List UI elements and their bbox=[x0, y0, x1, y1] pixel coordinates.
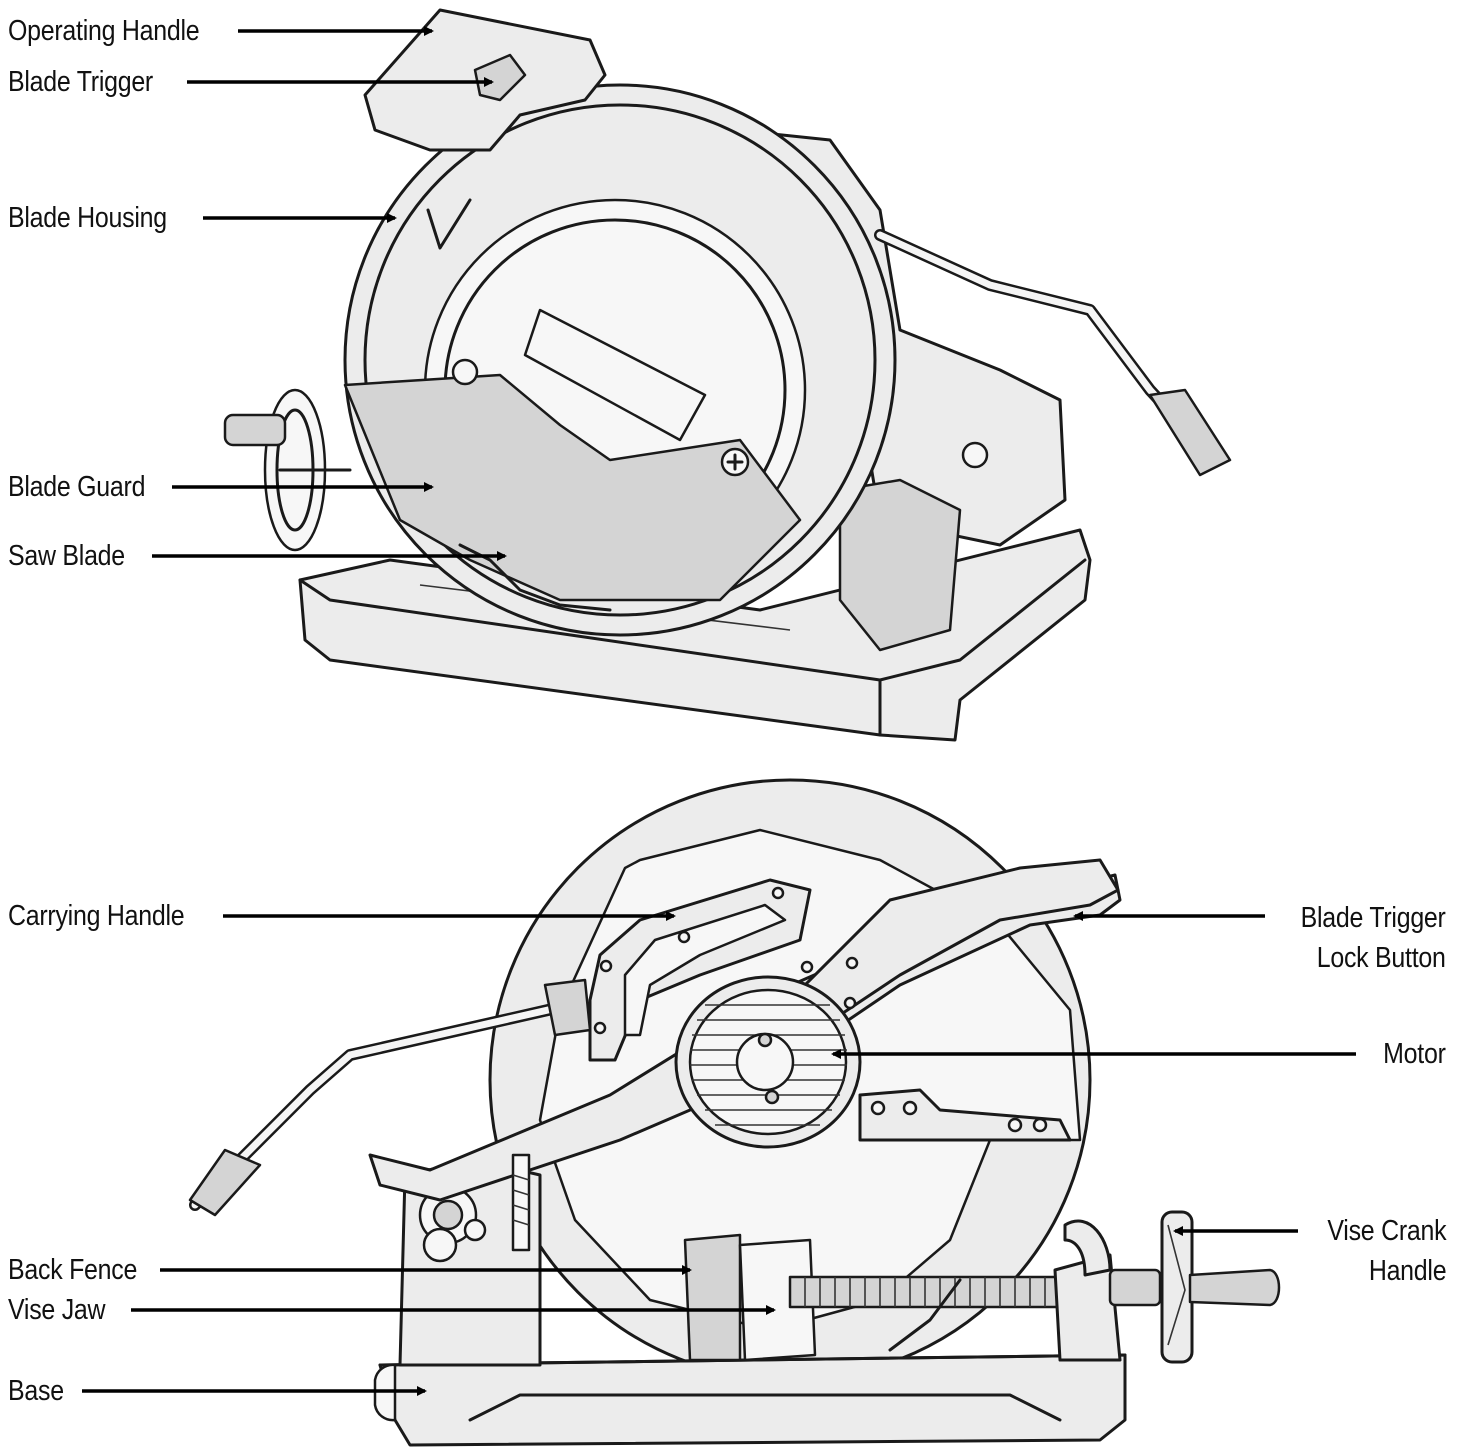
leader-lines bbox=[82, 26, 1356, 1396]
label-saw-blade: Saw Blade bbox=[8, 540, 125, 572]
label-vise-crank-handle: Vise Crank Handle bbox=[1327, 1211, 1446, 1291]
label-vise-crank-line1: Vise Crank bbox=[1327, 1215, 1446, 1247]
bottom-saw-illustration bbox=[188, 778, 1281, 1447]
label-motor: Motor bbox=[1383, 1038, 1447, 1070]
bottom-motor bbox=[674, 975, 862, 1149]
label-vise-crank-line2: Handle bbox=[1368, 1255, 1447, 1287]
label-blade-trigger: Blade Trigger bbox=[8, 66, 153, 98]
bottom-base bbox=[378, 1353, 1127, 1447]
label-blade-trigger-lock-button: Blade Trigger Lock Button bbox=[1301, 898, 1446, 978]
label-carrying-handle: Carrying Handle bbox=[8, 900, 185, 932]
top-vise-wheel bbox=[223, 388, 352, 552]
label-operating-handle: Operating Handle bbox=[8, 15, 200, 47]
top-saw-illustration bbox=[223, 8, 1232, 742]
label-vise-jaw: Vise Jaw bbox=[8, 1294, 106, 1326]
top-blade-guard bbox=[343, 373, 802, 602]
label-back-fence: Back Fence bbox=[8, 1254, 138, 1286]
top-blade-trigger-part bbox=[473, 53, 527, 102]
label-blade-guard: Blade Guard bbox=[8, 471, 146, 503]
label-blade-housing: Blade Housing bbox=[8, 202, 167, 234]
bottom-vise-crank-wheel bbox=[1160, 1210, 1281, 1364]
bottom-vise-jaw bbox=[738, 1238, 817, 1362]
label-base: Base bbox=[8, 1375, 64, 1407]
label-blade-trigger-lock-line1: Blade Trigger bbox=[1301, 902, 1446, 934]
bottom-back-fence bbox=[683, 1233, 742, 1362]
label-blade-trigger-lock-line2: Lock Button bbox=[1317, 942, 1446, 974]
